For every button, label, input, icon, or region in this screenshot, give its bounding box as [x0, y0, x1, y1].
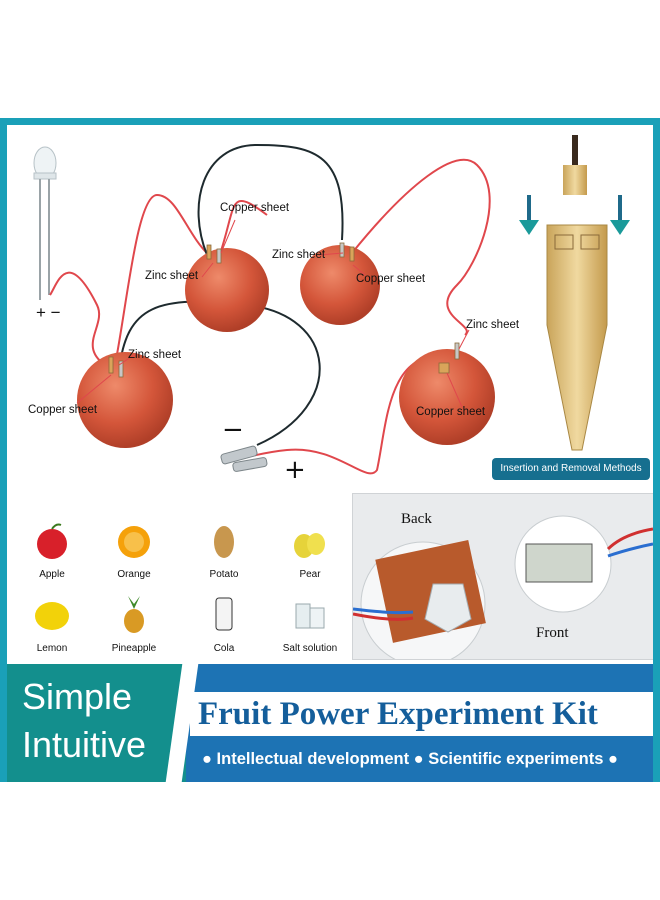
banner-left-block: Simple Intuitive [0, 664, 186, 782]
alligator-clips-icon [220, 445, 268, 472]
back-label: Back [401, 511, 432, 527]
negative-sign: − [222, 415, 244, 445]
front-label: Front [536, 625, 569, 641]
positive-sign: + [284, 455, 306, 485]
food-item-potato: Potato [184, 520, 264, 580]
banner-left-line1: Simple [22, 676, 133, 717]
electrodes [108, 242, 460, 378]
meter-illustration [352, 515, 654, 667]
meter-panel: Back Front [352, 493, 654, 667]
food-item-pineapple: Pineapple [94, 594, 174, 654]
fruit-3 [77, 352, 173, 448]
food-name: Salt solution [282, 643, 338, 654]
arrow-down-icon [610, 195, 630, 235]
zinc-sheet-label: Zinc sheet [145, 270, 199, 282]
food-name: Potato [209, 569, 239, 580]
fruit-1 [185, 248, 269, 332]
banner-subtitle: ● Intellectual development ● Scientific … [202, 750, 618, 768]
cola-can-icon [215, 597, 233, 631]
copper-sheet-label: Copper sheet [356, 273, 426, 285]
fruit-2 [300, 245, 380, 325]
copper-sheet-label: Copper sheet [220, 202, 290, 214]
food-name: Pineapple [111, 643, 157, 654]
led-icon [33, 146, 57, 300]
food-item-salt-solution: Salt solution [270, 594, 350, 654]
label-pointers [76, 219, 470, 408]
copper-sheet-label: Copper sheet [28, 404, 98, 416]
banner-title-background [190, 692, 660, 736]
food-item-cola: Cola [184, 594, 264, 654]
copper-sheet-label: Copper sheet [416, 406, 486, 418]
food-name: Apple [39, 569, 65, 580]
led-polarity-label: + − [36, 303, 61, 322]
food-name: Orange [117, 569, 151, 580]
zinc-sheet-label: Zinc sheet [466, 319, 520, 331]
food-item-lemon: Lemon [12, 594, 92, 654]
product-banner: Simple Intuitive Fruit Power Experiment … [0, 664, 660, 782]
food-name: Cola [213, 643, 235, 654]
food-name: Lemon [36, 643, 68, 654]
potato-icon [214, 526, 234, 558]
food-options: Apple Orange Potato Pear Lemon Pineapple [12, 520, 342, 665]
pineapple-icon [124, 596, 144, 633]
red-wires [49, 159, 491, 475]
apple-icon [37, 523, 67, 559]
lemon-icon [35, 602, 69, 630]
banner-title: Fruit Power Experiment Kit [198, 696, 598, 732]
experiment-diagram [33, 135, 630, 475]
food-item-pear: Pear [270, 520, 350, 580]
salt-solution-icon [295, 603, 325, 629]
arrow-down-icon [519, 195, 539, 235]
zinc-sheet-label: Zinc sheet [272, 249, 326, 261]
orange-icon [118, 526, 150, 558]
food-name: Pear [299, 569, 321, 580]
pear-icon [294, 533, 325, 558]
fruit-4 [399, 349, 495, 445]
food-item-orange: Orange [94, 520, 174, 580]
banner-left-line2: Intuitive [22, 724, 147, 765]
probe-caption: Insertion and Removal Methods [492, 458, 650, 480]
food-item-apple: Apple [12, 520, 92, 580]
electrode-probe-icon [546, 135, 608, 451]
zinc-sheet-label: Zinc sheet [128, 349, 182, 361]
